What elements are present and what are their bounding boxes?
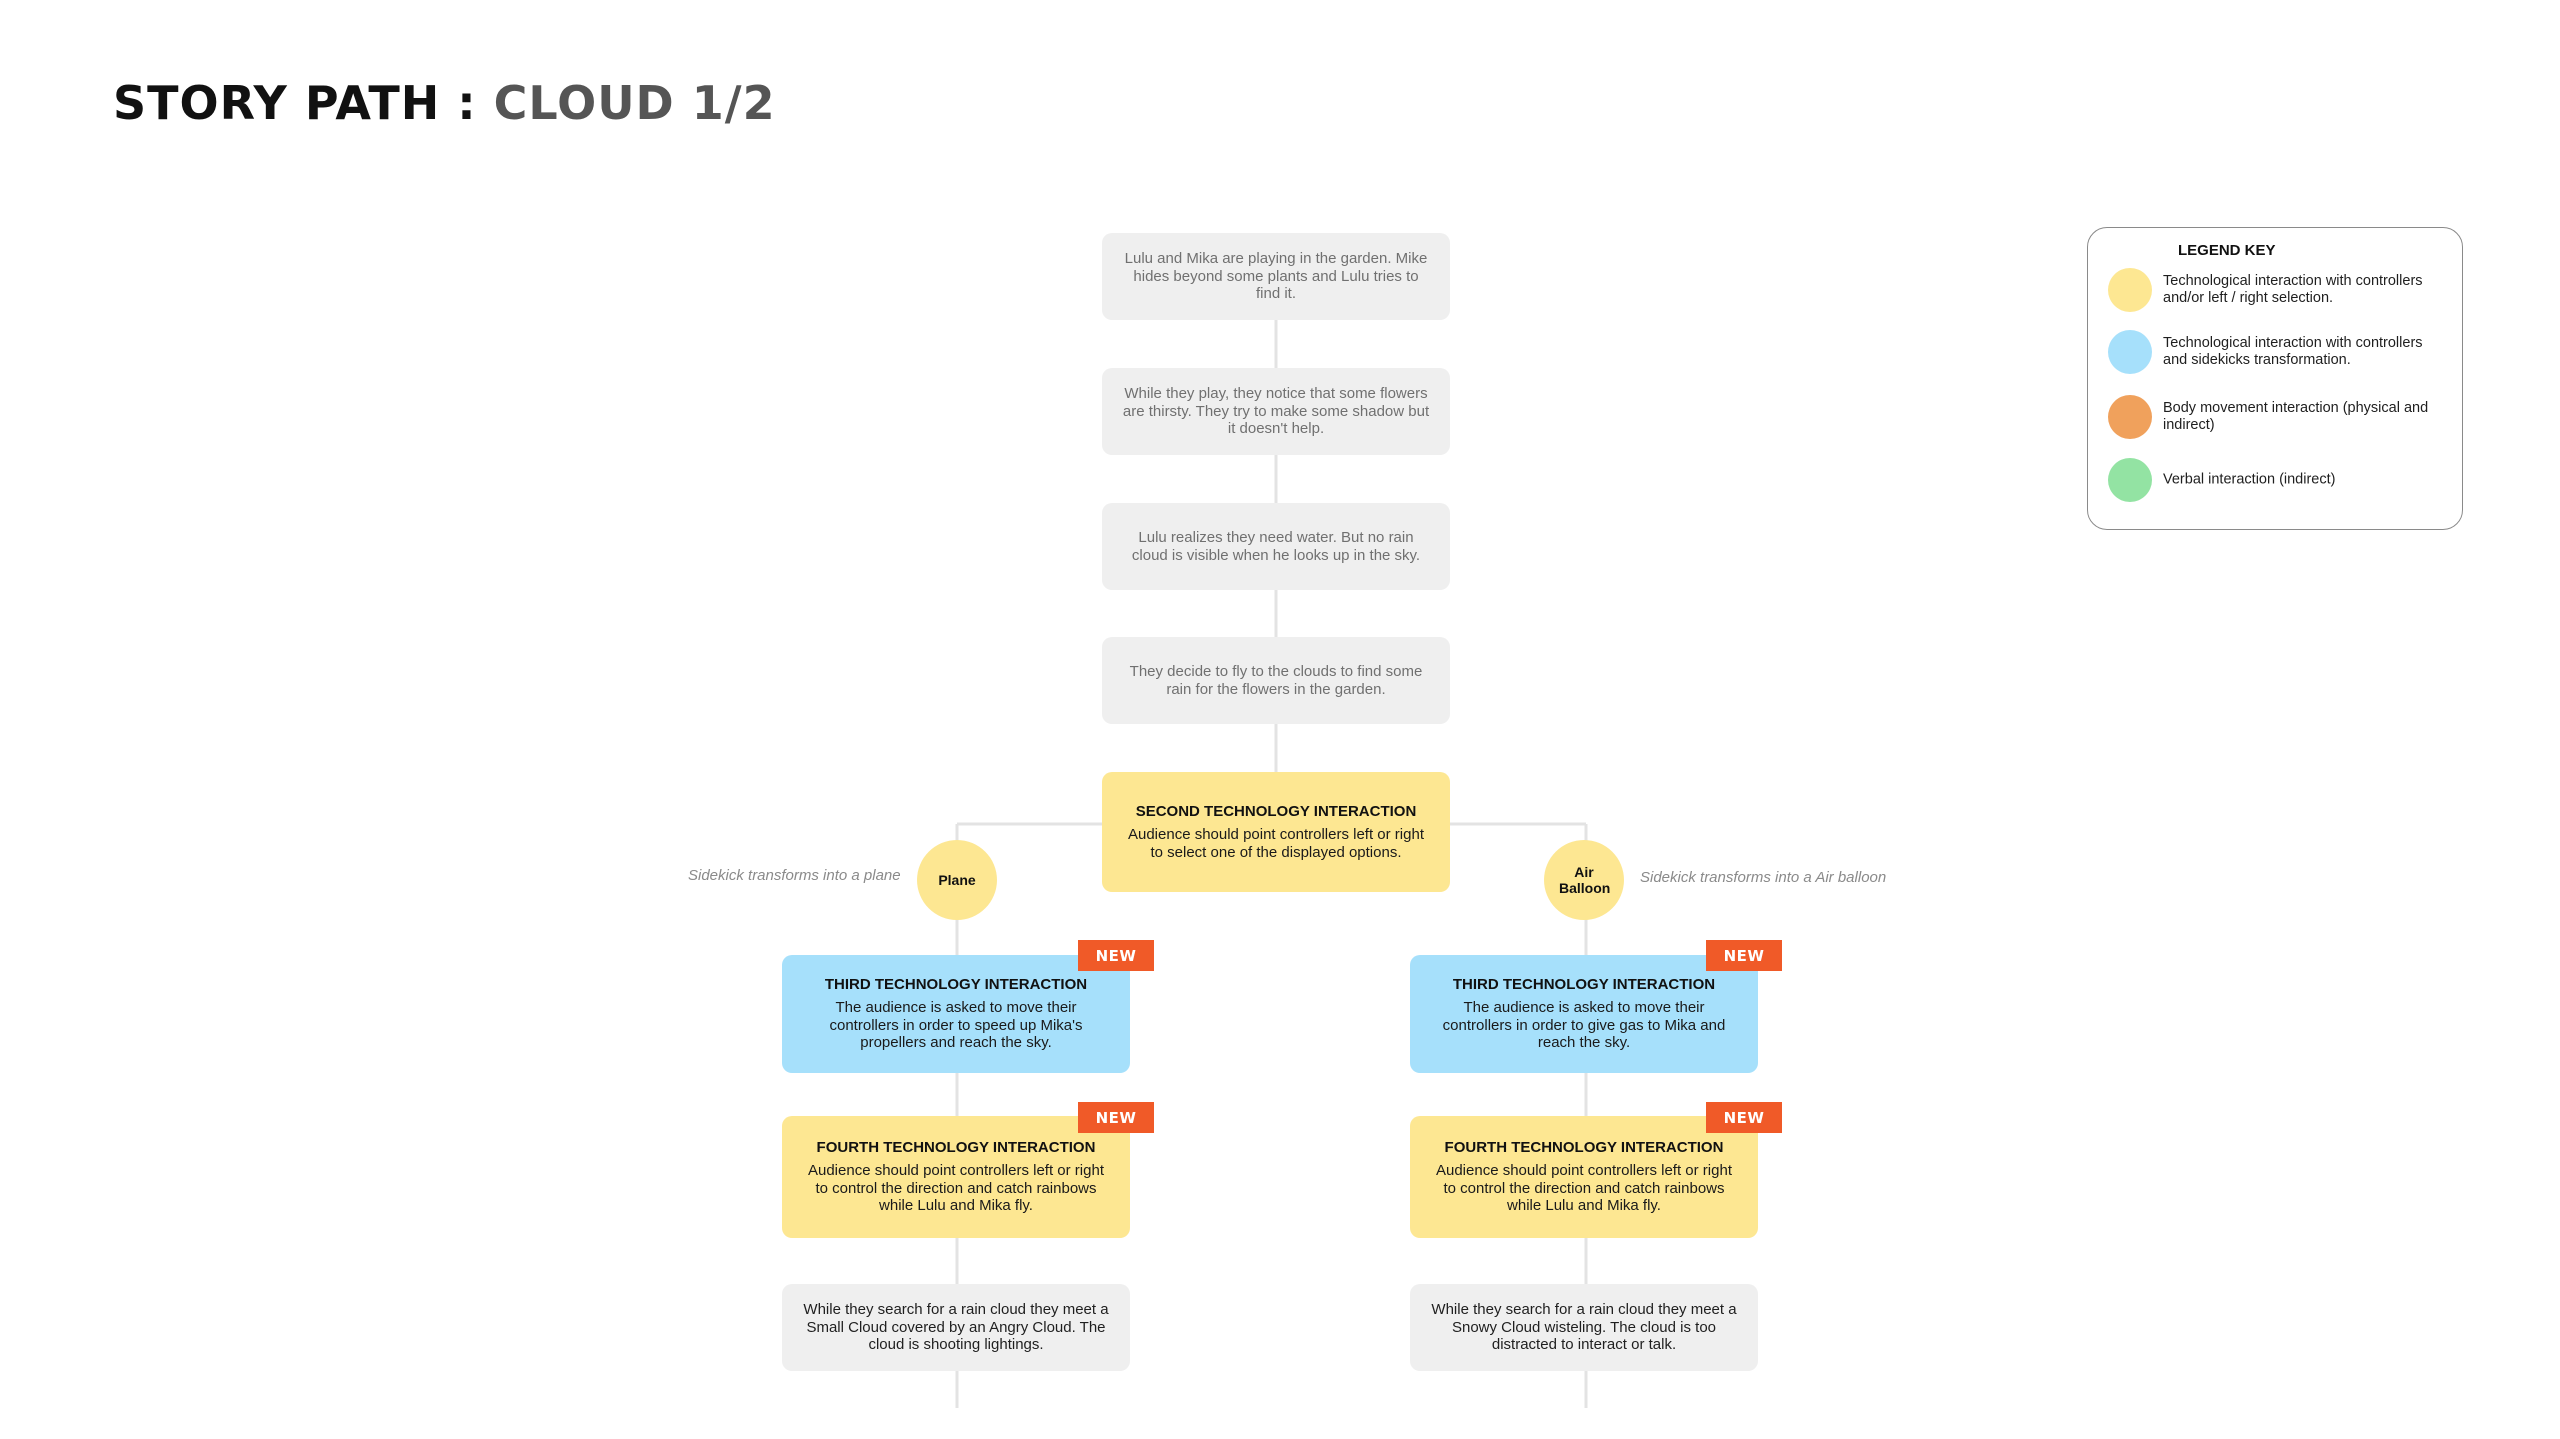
second-tech-heading: SECOND TECHNOLOGY INTERACTION <box>1135 803 1417 820</box>
story-box-4: They decide to fly to the clouds to find… <box>1102 637 1450 724</box>
story-box-2-text: While they play, they notice that some f… <box>1122 385 1430 438</box>
legend-item-green: Verbal interaction (indirect) <box>2108 458 2448 502</box>
left-fourth-tech-text: Audience should point controllers left o… <box>807 1162 1104 1215</box>
legend-dot-blue <box>2108 330 2152 374</box>
story-box-3-text: Lulu realizes they need water. But no ra… <box>1131 529 1421 564</box>
legend-dot-orange <box>2108 395 2152 439</box>
title-main: STORY PATH : <box>113 76 494 130</box>
note-plane: Sidekick transforms into a plane <box>688 867 901 884</box>
right-fourth-tech-text: Audience should point controllers left o… <box>1435 1162 1732 1215</box>
story-box-1: Lulu and Mika are playing in the garden.… <box>1102 233 1450 320</box>
left-third-tech-heading: THIRD TECHNOLOGY INTERACTION <box>824 976 1088 994</box>
right-third-tech-text: The audience is asked to move their cont… <box>1442 999 1726 1052</box>
legend-item-yellow: Technological interaction with controlle… <box>2108 268 2448 312</box>
legend-label-blue: Technological interaction with controlle… <box>2163 335 2423 368</box>
title-sub: CLOUD 1/2 <box>493 76 776 130</box>
legend-label-green: Verbal interaction (indirect) <box>2163 471 2336 488</box>
legend-dot-green <box>2108 458 2152 502</box>
second-tech-text: Audience should point controllers left o… <box>1127 826 1424 861</box>
right-third-new-badge: NEW <box>1706 940 1782 971</box>
left-fourth-new-badge: NEW <box>1078 1102 1154 1133</box>
legend-item-blue: Technological interaction with controlle… <box>2108 330 2448 374</box>
left-outcome-box: While they search for a rain cloud they … <box>782 1284 1130 1371</box>
second-tech-interaction-box: SECOND TECHNOLOGY INTERACTION Audience s… <box>1102 772 1450 892</box>
option-air-balloon-label: Air Balloon <box>1559 864 1611 896</box>
left-fourth-tech-box: FOURTH TECHNOLOGY INTERACTION Audience s… <box>782 1116 1130 1238</box>
left-third-new-badge: NEW <box>1078 940 1154 971</box>
left-third-tech-box: THIRD TECHNOLOGY INTERACTION The audienc… <box>782 955 1130 1073</box>
right-outcome-box: While they search for a rain cloud they … <box>1410 1284 1758 1371</box>
right-outcome-text: While they search for a rain cloud they … <box>1431 1301 1737 1354</box>
right-fourth-tech-box: FOURTH TECHNOLOGY INTERACTION Audience s… <box>1410 1116 1758 1238</box>
story-box-2: While they play, they notice that some f… <box>1102 368 1450 455</box>
story-box-4-text: They decide to fly to the clouds to find… <box>1129 663 1423 698</box>
left-third-tech-text: The audience is asked to move their cont… <box>829 999 1083 1052</box>
right-third-tech-box: THIRD TECHNOLOGY INTERACTION The audienc… <box>1410 955 1758 1073</box>
page-title: STORY PATH : CLOUD 1/2 <box>113 76 776 130</box>
right-fourth-tech-heading: FOURTH TECHNOLOGY INTERACTION <box>1444 1139 1724 1157</box>
legend-label-orange: Body movement interaction (physical and … <box>2163 400 2429 433</box>
legend-item-orange: Body movement interaction (physical and … <box>2108 395 2448 439</box>
option-plane-circle: Plane <box>917 840 997 920</box>
option-plane-label: Plane <box>938 872 976 888</box>
story-box-1-text: Lulu and Mika are playing in the garden.… <box>1124 250 1428 303</box>
legend-label-yellow: Technological interaction with controlle… <box>2163 273 2423 306</box>
left-fourth-tech-heading: FOURTH TECHNOLOGY INTERACTION <box>816 1139 1096 1157</box>
left-outcome-text: While they search for a rain cloud they … <box>803 1301 1109 1354</box>
legend-title: LEGEND KEY <box>2178 242 2276 259</box>
note-air-balloon: Sidekick transforms into a Air balloon <box>1640 869 1887 886</box>
right-third-tech-heading: THIRD TECHNOLOGY INTERACTION <box>1452 976 1716 994</box>
story-box-3: Lulu realizes they need water. But no ra… <box>1102 503 1450 590</box>
option-air-balloon-circle: Air Balloon <box>1544 840 1624 920</box>
right-fourth-new-badge: NEW <box>1706 1102 1782 1133</box>
legend-key: LEGEND KEY Technological interaction wit… <box>2087 227 2463 530</box>
legend-dot-yellow <box>2108 268 2152 312</box>
